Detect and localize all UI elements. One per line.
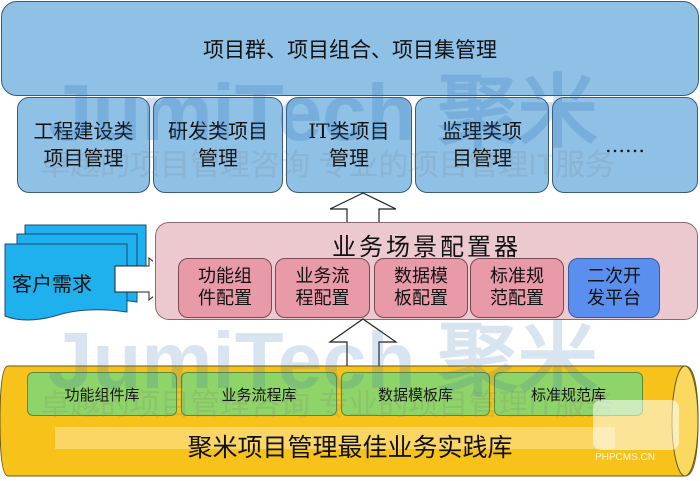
up-arrow-icon [328, 318, 398, 368]
project-type-rnd: 研发类项目管理 [153, 97, 283, 193]
config-standard-spec: 标准规范配置 [470, 258, 564, 318]
up-arrow-icon [329, 192, 397, 224]
config-dev-platform: 二次开发平台 [568, 258, 660, 318]
config-data-template: 数据模板配置 [374, 258, 468, 318]
config-item-label: 二次开发平台 [587, 266, 641, 309]
project-type-construction: 工程建设类项目管理 [17, 97, 150, 193]
customer-needs-label: 客户需求 [12, 272, 92, 296]
config-function-component: 功能组件配置 [178, 258, 272, 318]
portfolio-management-layer: 项目群、项目组合、项目集管理 [1, 1, 699, 96]
customer-needs-document-icon [4, 224, 153, 321]
configurator-title: 业务场景配置器 [332, 233, 521, 261]
library-label: 功能组件库 [64, 385, 140, 404]
watermark-logo [593, 400, 679, 450]
library-function-component: 功能组件库 [27, 372, 177, 416]
config-item-label: 功能组件配置 [198, 266, 252, 309]
project-type-label: 监理类项目管理 [442, 119, 522, 170]
project-type-label: 研发类项目管理 [168, 119, 268, 170]
library-label: 业务流程库 [221, 385, 297, 404]
library-data-template: 数据模板库 [341, 372, 490, 416]
config-item-label: 业务流程配置 [295, 266, 350, 309]
project-type-supervision: 监理类项目管理 [415, 97, 549, 193]
config-business-process: 业务流程配置 [275, 258, 370, 318]
project-type-label: IT类项目管理 [308, 119, 390, 170]
project-type-label: 工程建设类项目管理 [33, 119, 134, 170]
config-item-label: 标准规范配置 [490, 266, 544, 309]
config-item-label: 数据模板配置 [394, 266, 448, 309]
library-business-process: 业务流程库 [181, 372, 337, 416]
project-type-more: …… [552, 97, 698, 193]
library-label: 数据模板库 [377, 385, 453, 404]
library-label: 标准规范库 [530, 385, 606, 404]
project-type-it: IT类项目管理 [286, 97, 412, 193]
repository-title: 聚米项目管理最佳业务实践库 [187, 433, 513, 462]
library-standard-spec: 标准规范库 [494, 372, 643, 416]
watermark-site: PHPCMS.CN [595, 452, 656, 463]
portfolio-management-label: 项目群、项目组合、项目集管理 [203, 37, 497, 62]
project-type-label: …… [605, 132, 645, 157]
